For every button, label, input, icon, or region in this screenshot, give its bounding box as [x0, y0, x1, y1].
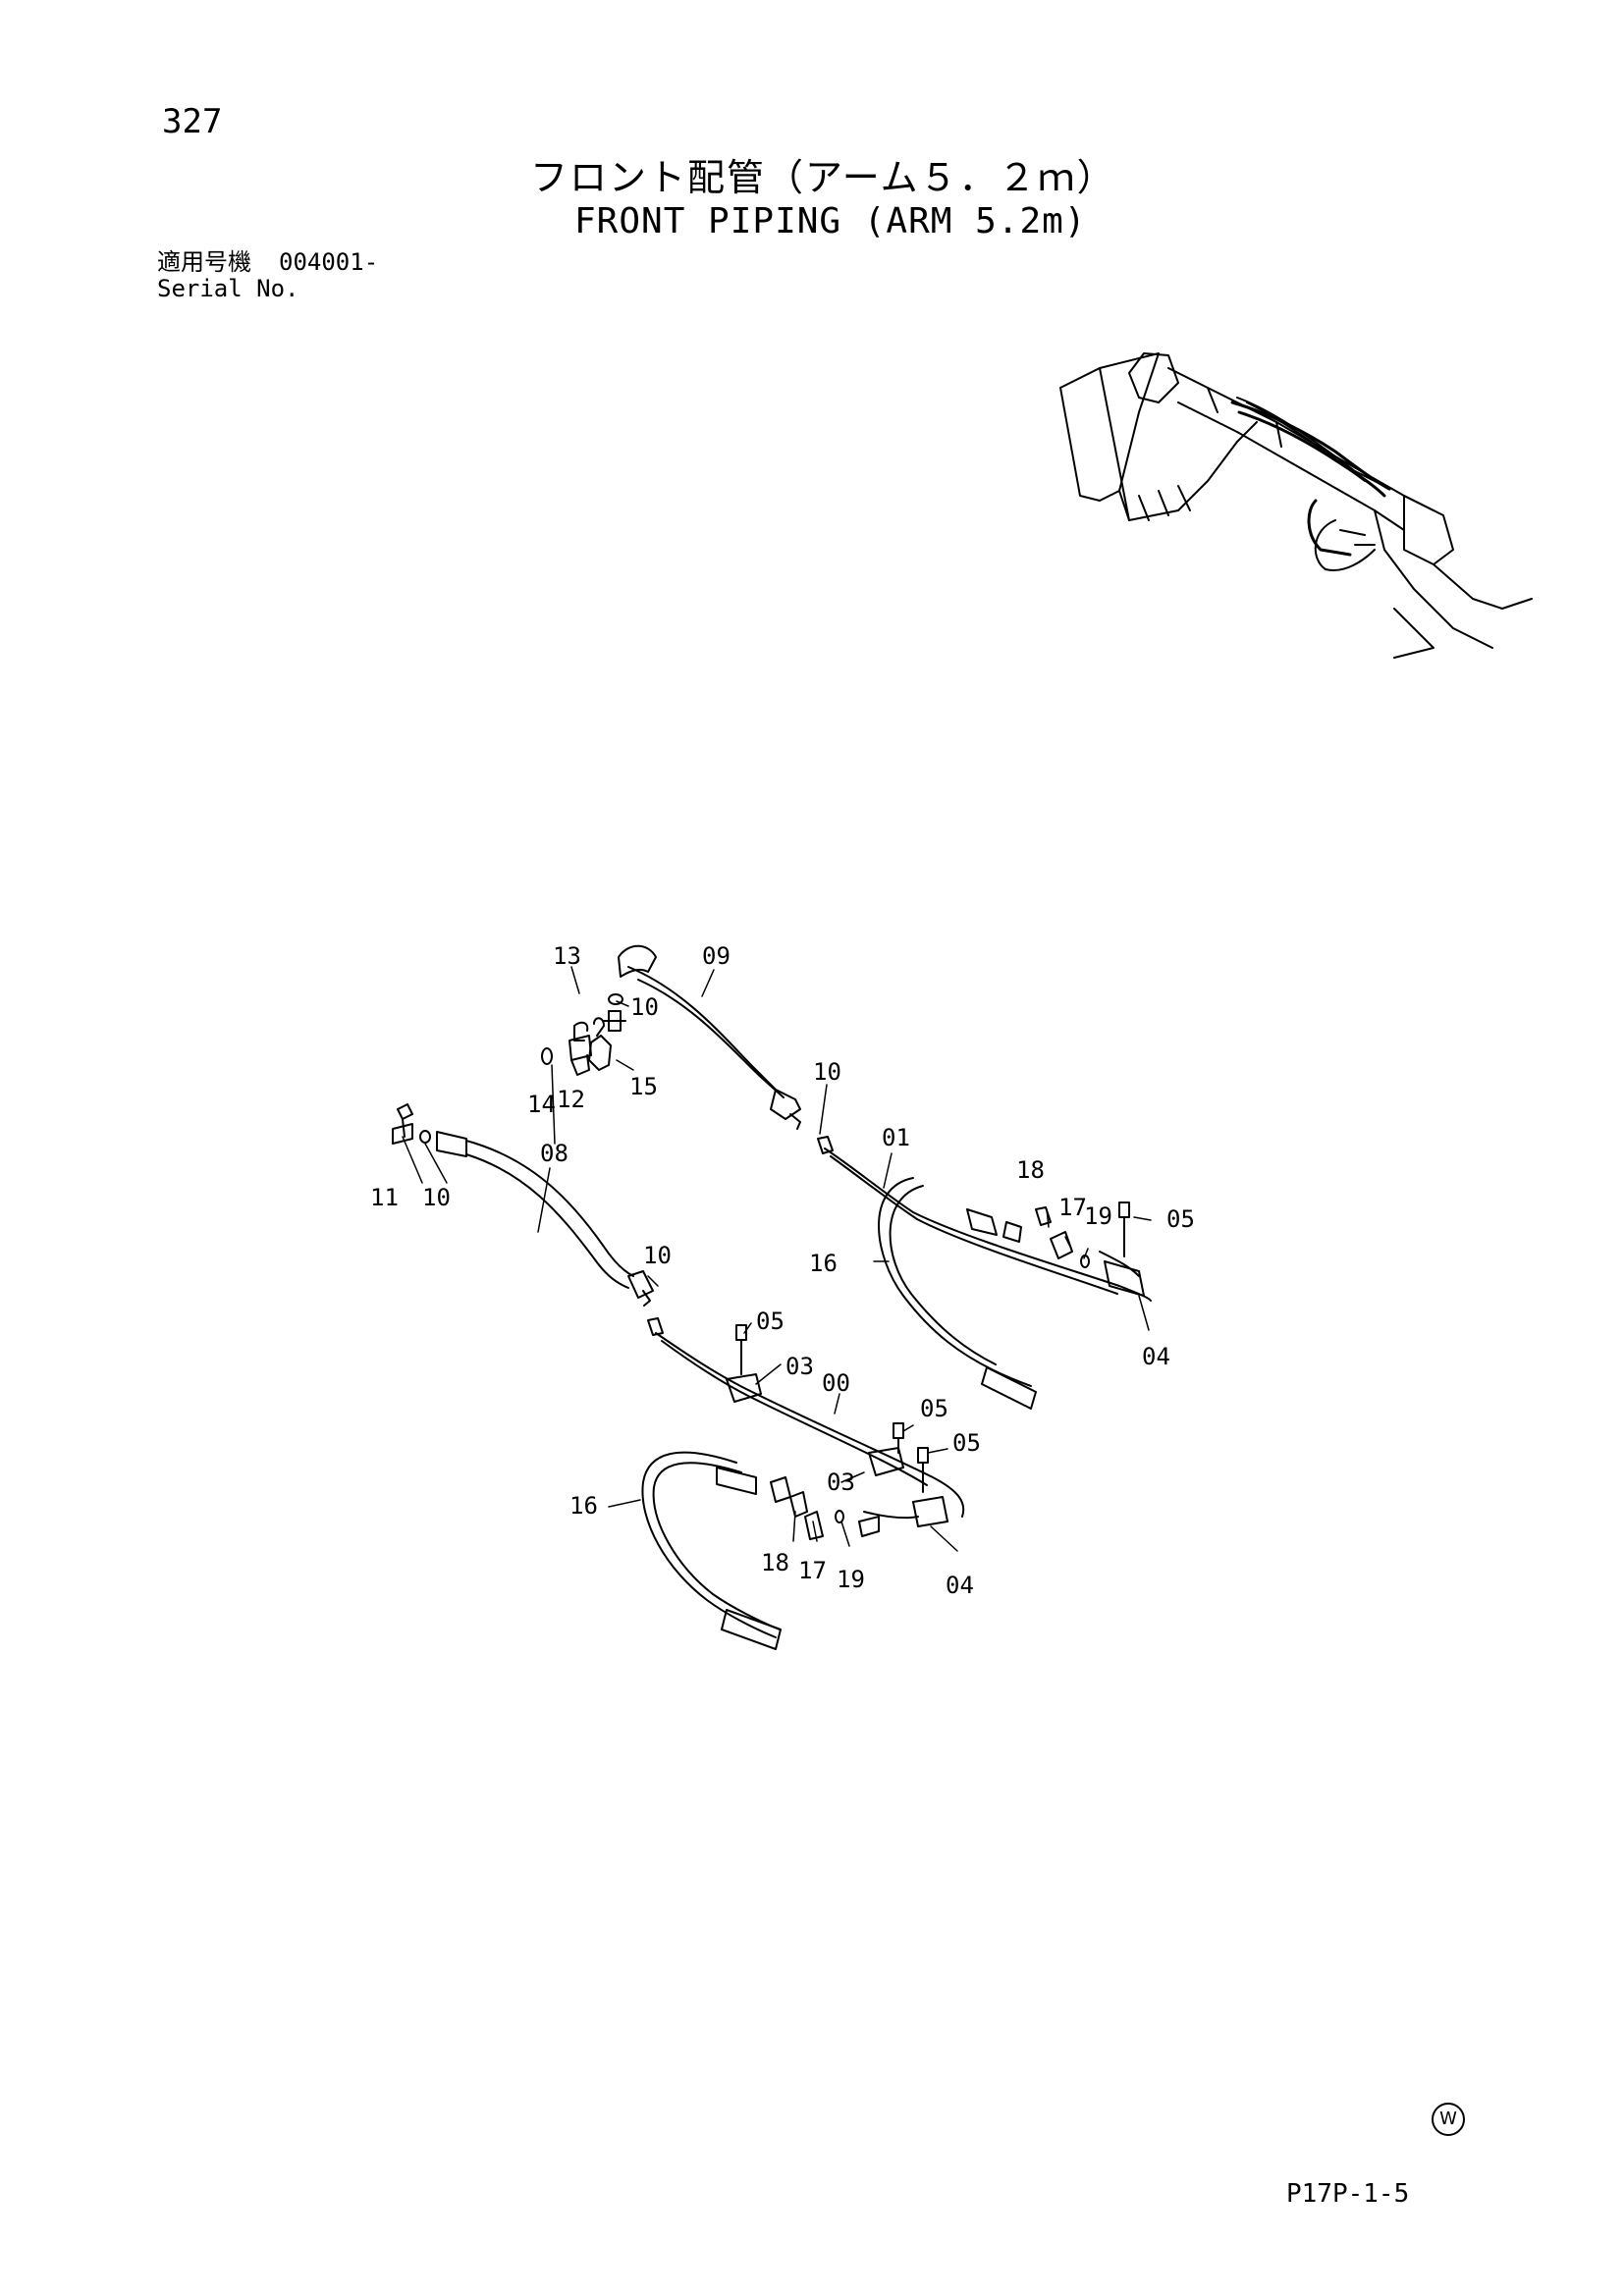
page-number: 327 — [162, 102, 223, 141]
serial-label-en: Serial No. — [157, 275, 299, 302]
callout-00: 00 — [822, 1369, 850, 1397]
title-japanese: フロント配管（アーム５．２ｍ） — [530, 156, 1116, 199]
w-mark-icon: W — [1432, 2103, 1465, 2136]
callout-10: 10 — [643, 1242, 672, 1269]
callout-12: 12 — [557, 1086, 585, 1113]
callout-03: 03 — [785, 1353, 814, 1380]
callout-10: 10 — [813, 1058, 841, 1086]
serial-block: 適用号機 004001- Serial No. — [157, 249, 378, 302]
serial-value: 004001- — [279, 248, 379, 276]
title-english: FRONT PIPING (ARM 5.2m) — [574, 201, 1087, 241]
callout-17: 17 — [798, 1557, 827, 1584]
fitting-group-upper — [541, 993, 626, 1076]
callout-10: 10 — [630, 993, 659, 1021]
leader-lines — [402, 966, 1152, 1552]
diagram-code: P17P-1-5 — [1286, 2179, 1410, 2209]
callout-16: 16 — [569, 1492, 598, 1520]
callout-18: 18 — [1016, 1156, 1045, 1184]
callout-16: 16 — [809, 1250, 838, 1277]
callout-18: 18 — [761, 1549, 789, 1576]
pipe-01 — [817, 1136, 1152, 1302]
hose-09 — [618, 944, 801, 1130]
excavator-inset-illustration — [1059, 352, 1533, 659]
callout-04: 04 — [946, 1572, 974, 1599]
callout-11: 11 — [370, 1184, 399, 1211]
hose-08 — [392, 1103, 654, 1307]
callout-05: 05 — [756, 1308, 785, 1335]
hose-16-lower — [641, 1451, 844, 1650]
callout-04: 04 — [1142, 1343, 1170, 1370]
callout-05: 05 — [920, 1395, 948, 1422]
callout-10: 10 — [422, 1184, 451, 1211]
callout-19: 19 — [837, 1566, 865, 1593]
pipe-00 — [647, 1317, 965, 1537]
clamp-group-upper — [1035, 1201, 1140, 1277]
inset-pipe-lines — [1230, 400, 1391, 557]
callout-15: 15 — [629, 1073, 658, 1100]
callout-01: 01 — [882, 1124, 910, 1151]
callout-05: 05 — [1166, 1205, 1195, 1233]
callout-05: 05 — [952, 1429, 981, 1457]
callout-08: 08 — [540, 1140, 568, 1167]
serial-label-ja: 適用号機 — [157, 248, 251, 276]
callout-13: 13 — [553, 942, 581, 970]
callout-09: 09 — [702, 942, 731, 970]
callout-14: 14 — [527, 1091, 556, 1118]
callout-labels: 13 09 10 15 12 14 10 01 18 17 19 05 08 1… — [370, 942, 1195, 1599]
hose-16-upper — [878, 1177, 1037, 1410]
callout-17: 17 — [1058, 1194, 1087, 1221]
callout-03: 03 — [827, 1468, 855, 1496]
callout-19: 19 — [1084, 1202, 1112, 1230]
